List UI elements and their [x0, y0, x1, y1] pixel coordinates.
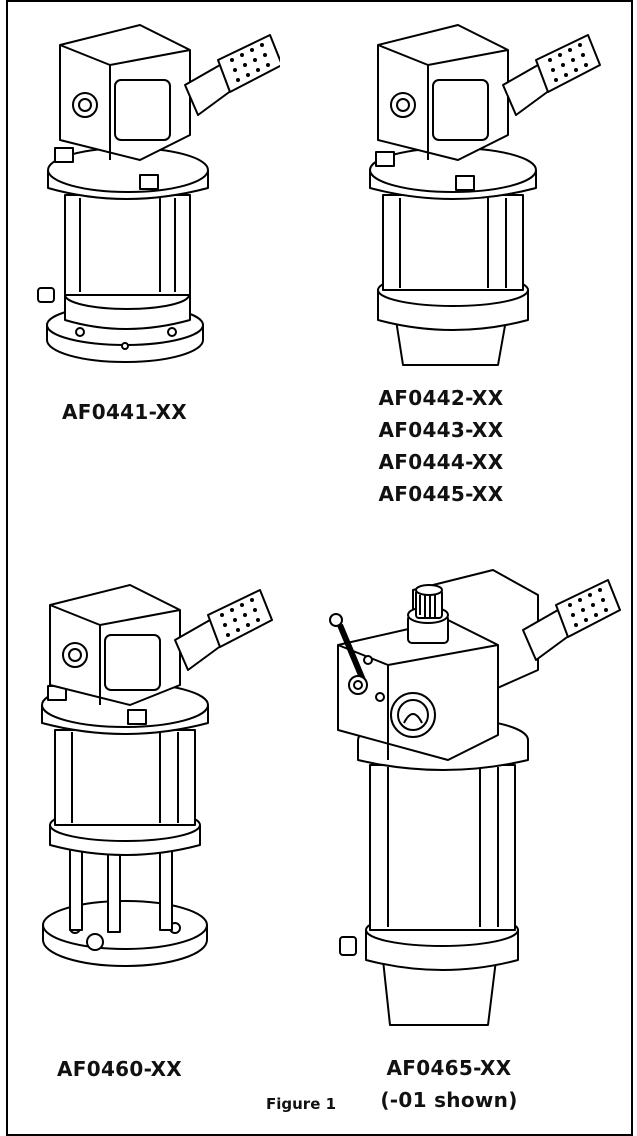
model-label: AF0465-XX: [386, 1056, 512, 1080]
pump-illustration-af0441: [20, 20, 280, 380]
model-label: AF0443-XX: [378, 418, 504, 442]
pump-illustration-af0460: [20, 580, 280, 980]
model-label: AF0445-XX: [378, 482, 504, 506]
model-label: AF0444-XX: [378, 450, 504, 474]
pump-illustration-af0465: [318, 565, 623, 1030]
model-label: AF0442-XX: [378, 386, 504, 410]
pump-illustration-af0442: [348, 20, 618, 370]
model-label-note: (-01 shown): [380, 1088, 518, 1112]
figure-caption: Figure 1: [266, 1095, 337, 1113]
model-label-group-af0442: AF0442-XX AF0443-XX AF0444-XX AF0445-XX: [376, 382, 506, 510]
model-label-group-af0465: AF0465-XX (-01 shown): [374, 1052, 524, 1116]
model-label-af0460: AF0460-XX: [57, 1057, 183, 1081]
model-label-af0441: AF0441-XX: [62, 400, 188, 424]
